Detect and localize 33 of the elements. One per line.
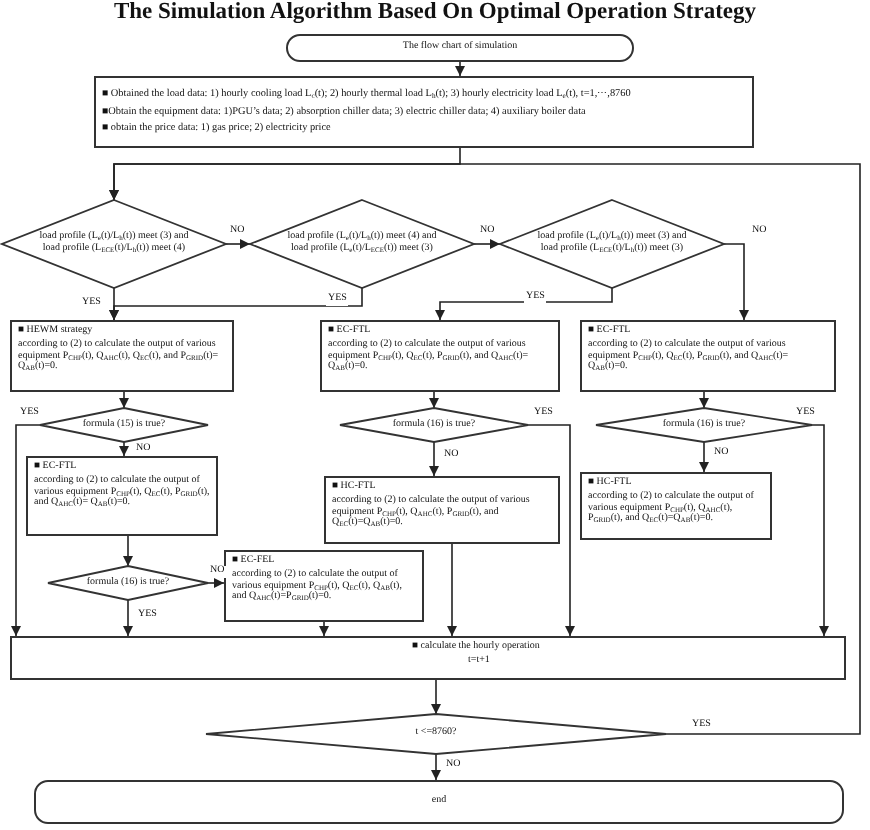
arrow [123, 535, 133, 567]
process-box [320, 320, 560, 392]
arrow [109, 287, 363, 321]
process-box [324, 476, 560, 544]
arrow [123, 599, 133, 637]
arrow [109, 163, 861, 735]
arrow [699, 391, 709, 409]
arrow [225, 239, 251, 249]
arrow [811, 424, 829, 637]
process-box [10, 320, 234, 392]
chart-title: The Simulation Algorithm Based On Optimal Operation Strategy [111, 0, 759, 26]
arrow [723, 243, 749, 321]
process-box [26, 456, 218, 536]
arrow [319, 621, 329, 637]
arrow [473, 239, 501, 249]
process-box [580, 472, 772, 540]
arrow [429, 441, 439, 477]
arrow [527, 424, 575, 637]
arrow [429, 391, 439, 409]
arrow [119, 391, 129, 409]
arrow [11, 424, 41, 637]
arrow [435, 287, 613, 321]
arrow [431, 679, 441, 715]
arrow [455, 61, 465, 77]
arrow [699, 441, 709, 473]
arrow [207, 578, 225, 588]
arrow [431, 753, 441, 781]
process-box [224, 550, 424, 622]
arrow [119, 441, 129, 457]
process-box [10, 636, 846, 680]
process-box [94, 76, 754, 148]
arrow [447, 543, 457, 637]
process-box [580, 320, 836, 392]
